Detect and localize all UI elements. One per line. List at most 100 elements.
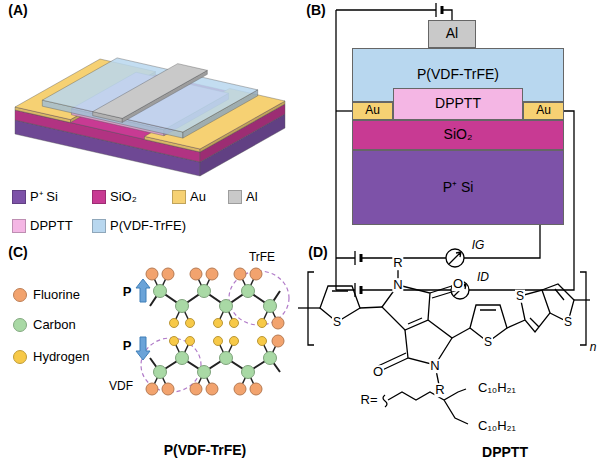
figure-label: (A) xyxy=(8,3,27,18)
layer-label: Au xyxy=(365,104,380,117)
atom xyxy=(234,383,246,395)
bond xyxy=(298,307,320,308)
carbon-atom xyxy=(264,300,277,313)
layer-label: SiO₂ xyxy=(444,127,473,142)
battery-symbol xyxy=(441,6,444,14)
wire xyxy=(336,111,574,290)
legend-swatch xyxy=(13,288,27,302)
carbon-atom xyxy=(198,285,211,298)
atom-label: O xyxy=(372,365,384,379)
ammeter-symbol xyxy=(449,252,461,264)
layer-label: P⁺ Si xyxy=(443,180,474,195)
wire xyxy=(335,10,336,290)
atom xyxy=(230,319,239,328)
atom xyxy=(258,319,267,328)
atom xyxy=(214,337,223,346)
carbon-atom xyxy=(242,285,255,298)
figure-label: VDF xyxy=(109,380,133,393)
layer-box: Al xyxy=(428,20,476,48)
atom xyxy=(258,337,267,346)
layer-label: Al xyxy=(446,26,458,41)
atom xyxy=(162,383,174,395)
atom xyxy=(250,383,262,395)
carbon-atom xyxy=(176,300,189,313)
legend-text: P(VDF-TrFE) xyxy=(110,219,186,233)
atom-label: N xyxy=(429,359,440,373)
figure-label: P xyxy=(123,285,132,299)
layer-face xyxy=(42,58,257,132)
figure-label: C₁₀H₂₁ xyxy=(478,419,516,433)
atom xyxy=(234,268,246,280)
legend-swatch xyxy=(12,219,26,233)
carbon-atom xyxy=(198,366,211,379)
atom xyxy=(162,268,174,280)
atom xyxy=(146,383,158,395)
polarization-arrow xyxy=(136,279,150,302)
figure-label: P xyxy=(123,339,132,353)
legend-text: Au xyxy=(190,190,206,204)
device-3d-view xyxy=(15,58,285,176)
legend-text: SiO₂ xyxy=(110,190,137,204)
atom-label: S xyxy=(483,336,493,349)
atom xyxy=(190,383,202,395)
bond xyxy=(360,307,382,308)
layer-label: Au xyxy=(536,104,551,117)
legend-text: P⁺ Si xyxy=(30,190,58,204)
atom-label: R xyxy=(392,256,403,270)
carbon-atom xyxy=(176,352,189,365)
layer-box: SiO₂ xyxy=(352,120,564,150)
carbon-atom xyxy=(242,366,255,379)
bracket xyxy=(580,272,586,345)
atom xyxy=(146,268,158,280)
atom xyxy=(214,319,223,328)
atom xyxy=(190,268,202,280)
bond xyxy=(452,328,470,338)
legend-swatch xyxy=(12,190,26,204)
legend-text: DPPTT xyxy=(30,219,73,233)
dpptt-structure xyxy=(298,262,590,424)
carbon-atom xyxy=(220,352,233,365)
polymer-chains xyxy=(136,268,289,395)
circuit-wires xyxy=(336,3,574,299)
legend-swatch xyxy=(13,318,27,332)
atom xyxy=(186,319,195,328)
bond xyxy=(382,285,430,330)
layer-label: DPPTT xyxy=(435,96,481,111)
wire xyxy=(336,225,540,258)
figure-label: ID xyxy=(477,271,489,284)
atom xyxy=(206,383,218,395)
legend-text: Al xyxy=(246,190,258,204)
atom xyxy=(170,319,179,328)
layer-label: P(VDF-TrFE) xyxy=(417,67,499,82)
legend-text: Carbon xyxy=(33,318,76,332)
legend-swatch xyxy=(228,190,242,204)
legend-swatch xyxy=(92,219,106,233)
battery-symbol xyxy=(354,251,355,265)
figure-label: P(VDF-TrFE) xyxy=(164,443,246,458)
figure-label: IG xyxy=(472,239,485,252)
legend-swatch xyxy=(13,350,27,364)
layer-box: DPPTT xyxy=(393,88,523,120)
wire xyxy=(336,10,452,20)
atom xyxy=(272,335,284,347)
atom-label: R xyxy=(434,383,445,397)
atom-label: N xyxy=(392,278,403,292)
figure-label: (D) xyxy=(308,245,327,260)
figure-label: DPPTT xyxy=(482,445,528,460)
battery-symbol xyxy=(360,286,363,294)
figure-label: (B) xyxy=(306,3,325,18)
atom xyxy=(230,337,239,346)
figure-label: TrFE xyxy=(249,251,275,264)
backbone-bond xyxy=(150,358,280,372)
atom-label: S xyxy=(563,316,573,329)
figure-label: C₁₀H₂₁ xyxy=(478,381,516,395)
atom-label: S xyxy=(515,290,525,303)
battery-symbol xyxy=(360,254,363,262)
wire xyxy=(336,110,352,111)
atom xyxy=(250,268,262,280)
carbon-atom xyxy=(154,285,167,298)
backbone-bond xyxy=(150,291,280,306)
bond xyxy=(408,318,422,324)
atom xyxy=(186,337,195,346)
